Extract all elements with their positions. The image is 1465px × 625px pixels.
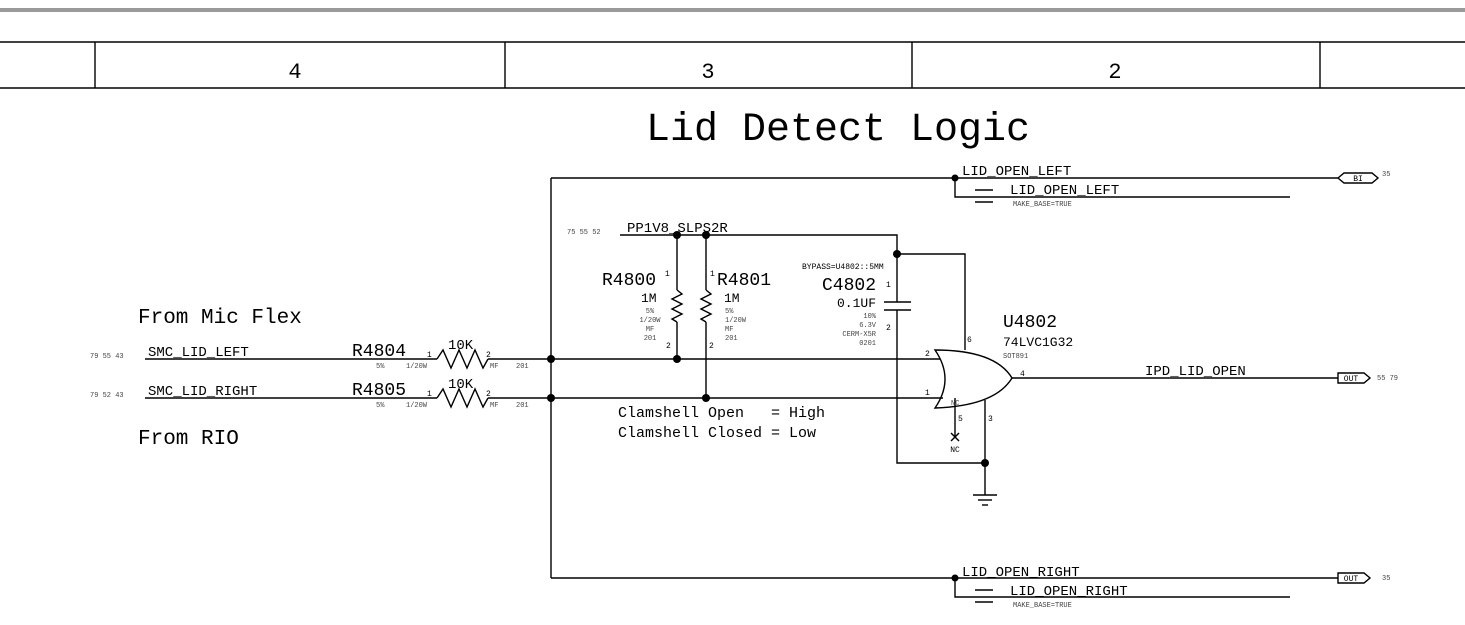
net-alias-lid-open-right[interactable]: LID_OPEN_RIGHT xyxy=(1010,584,1128,600)
resistor-r4805-symbol xyxy=(436,387,489,409)
pin: 1 xyxy=(886,281,891,290)
net-property: MAKE_BASE=TRUE xyxy=(1013,201,1072,209)
pin: 3 xyxy=(988,415,993,424)
package-u4802: SOT891 xyxy=(1003,353,1028,361)
top-bar xyxy=(0,8,1465,12)
net-label-smc-lid-left[interactable]: SMC_LID_LEFT xyxy=(148,345,249,361)
tolerance: 5% xyxy=(646,308,655,316)
ref-r4801[interactable]: R4801 xyxy=(717,271,771,291)
type: MF xyxy=(725,326,733,334)
size: 201 xyxy=(644,335,657,343)
power: 1/20W xyxy=(639,317,661,325)
net-refs: 35 xyxy=(1382,171,1390,179)
tolerance: 5% xyxy=(376,402,385,410)
size: 201 xyxy=(516,402,529,410)
note-clamshell-open: Clamshell Open = High xyxy=(618,405,825,422)
resistor-r4800-symbol xyxy=(670,289,684,323)
pin: 1 xyxy=(925,389,930,398)
column-label: 2 xyxy=(1108,60,1121,85)
voltage: 6.3V xyxy=(859,322,877,330)
svg-text:OUT: OUT xyxy=(1344,575,1359,584)
type: MF xyxy=(646,326,654,334)
net-property: MAKE_BASE=TRUE xyxy=(1013,602,1072,610)
size: 0201 xyxy=(859,340,876,348)
pin: 2 xyxy=(486,351,491,360)
svg-text:OUT: OUT xyxy=(1344,375,1359,384)
page-title: Lid Detect Logic xyxy=(646,108,1030,153)
net-alias-lid-open-left[interactable]: LID_OPEN_LEFT xyxy=(1010,183,1119,199)
power: 1/20W xyxy=(725,317,747,325)
value-c4802: 0.1UF xyxy=(837,296,876,311)
pin: 2 xyxy=(666,342,671,351)
tolerance: 5% xyxy=(376,363,385,371)
pin: 5 xyxy=(958,415,963,424)
net-refs: 75 55 52 xyxy=(567,229,601,237)
pin: 6 xyxy=(967,336,972,345)
bypass-property: BYPASS=U4802::5MM xyxy=(802,263,884,272)
tolerance: 10% xyxy=(863,313,876,321)
net-label-lid-open-left[interactable]: LID_OPEN_LEFT xyxy=(962,164,1071,180)
nc-label: NC xyxy=(950,446,960,455)
note-clamshell-closed: Clamshell Closed = Low xyxy=(618,425,816,442)
frame-border xyxy=(0,41,1465,89)
net-refs: 79 55 43 xyxy=(90,353,124,361)
nc-inner-label: NC xyxy=(951,400,959,408)
value-r4801: 1M xyxy=(724,291,740,306)
ref-u4802[interactable]: U4802 xyxy=(1003,313,1057,333)
dielectric: CERM-X5R xyxy=(842,331,876,339)
value-r4800: 1M xyxy=(641,291,657,306)
flag-bi-lid-open-left[interactable]: BI xyxy=(1336,172,1380,184)
junction-dots xyxy=(547,174,989,582)
resistor-r4804-symbol xyxy=(436,348,489,370)
pin: 2 xyxy=(486,390,491,399)
column-label: 3 xyxy=(701,60,714,85)
size: 201 xyxy=(725,335,738,343)
value-r4804: 10K xyxy=(448,338,474,354)
net-refs: 79 52 43 xyxy=(90,392,124,400)
pin: 2 xyxy=(925,350,930,359)
pin: 2 xyxy=(709,342,714,351)
net-label-smc-lid-right[interactable]: SMC_LID_RIGHT xyxy=(148,384,257,400)
net-refs: 35 xyxy=(1382,575,1390,583)
ref-r4800[interactable]: R4800 xyxy=(602,271,656,291)
power: 1/20W xyxy=(406,363,428,371)
note-from-mic-flex: From Mic Flex xyxy=(138,307,302,330)
part-u4802: 74LVC1G32 xyxy=(1003,335,1073,350)
pin: 2 xyxy=(886,324,891,333)
capacitor-c4802-symbol xyxy=(884,301,911,311)
pin: 4 xyxy=(1020,370,1025,379)
pin: 1 xyxy=(427,390,432,399)
net-label-lid-open-right[interactable]: LID_OPEN_RIGHT xyxy=(962,565,1080,581)
power: 1/20W xyxy=(406,402,428,410)
flag-out-ipd-lid-open[interactable]: OUT xyxy=(1337,372,1372,384)
type: MF xyxy=(490,402,498,410)
no-connect-x-icon xyxy=(950,432,960,442)
wires xyxy=(145,177,1338,598)
resistor-r4801-symbol xyxy=(699,289,713,323)
ground-icon xyxy=(973,494,997,506)
or-gate-u4802-symbol xyxy=(933,349,1013,409)
ref-r4804[interactable]: R4804 xyxy=(352,342,406,362)
pin: 1 xyxy=(710,270,715,279)
pin: 1 xyxy=(427,351,432,360)
flag-out-lid-open-right[interactable]: OUT xyxy=(1337,572,1372,584)
ref-r4805[interactable]: R4805 xyxy=(352,381,406,401)
size: 201 xyxy=(516,363,529,371)
note-from-rio: From RIO xyxy=(138,428,239,451)
net-refs: 55 79 xyxy=(1377,375,1398,383)
pin: 1 xyxy=(665,270,670,279)
svg-text:BI: BI xyxy=(1353,175,1363,184)
value-r4805: 10K xyxy=(448,377,474,393)
column-label: 4 xyxy=(288,60,301,85)
net-label-ipd-lid-open[interactable]: IPD_LID_OPEN xyxy=(1145,364,1246,380)
alias-symbol-icon xyxy=(975,189,993,603)
type: MF xyxy=(490,363,498,371)
tolerance: 5% xyxy=(725,308,734,316)
ref-c4802[interactable]: C4802 xyxy=(822,276,876,296)
net-label-pp1v8-slps2r[interactable]: PP1V8_SLPS2R xyxy=(627,221,728,237)
